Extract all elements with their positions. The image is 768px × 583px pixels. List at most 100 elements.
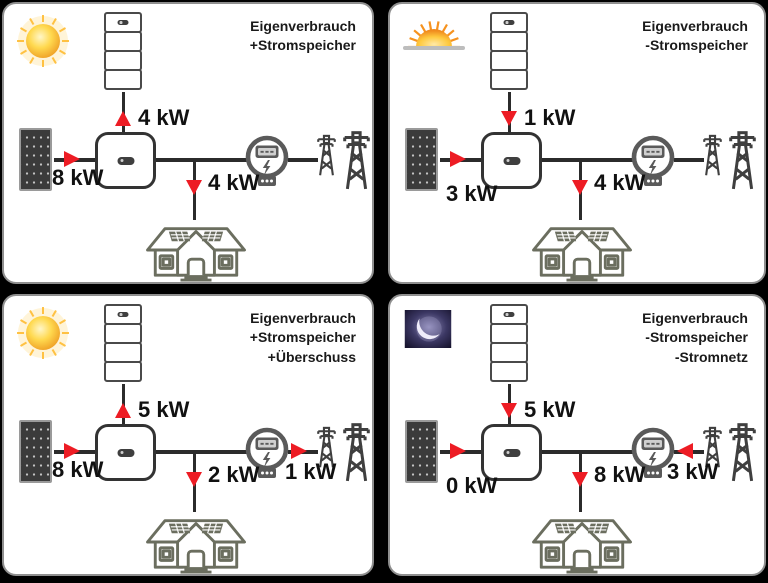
grid-tower-icon: [340, 130, 373, 190]
battery-cell: [490, 50, 528, 71]
inverter-icon: [481, 424, 542, 481]
energy-meter-icon: [243, 134, 291, 190]
grid-tower-icon: [726, 130, 759, 190]
meter-wire: [155, 450, 247, 454]
inverter-indicator: [117, 448, 134, 457]
house-icon: [145, 218, 247, 282]
house-icon: [145, 510, 247, 574]
solar-panel-icon: [19, 420, 52, 483]
battery-cell: [490, 69, 528, 90]
battery-kw-label: 4 kW: [138, 105, 190, 130]
grid-tower-icon: [726, 422, 759, 482]
solar-kw-label: 0 kW: [446, 473, 498, 498]
moon-icon: [404, 310, 452, 353]
battery-cell: [490, 31, 528, 52]
battery-cell: [490, 342, 528, 363]
meter-wire: [541, 450, 633, 454]
solar-flow-arrow: [64, 443, 80, 459]
battery-icon: [104, 12, 142, 90]
scenario-title-line: +Überschuss: [267, 348, 356, 365]
house-icon: [531, 218, 633, 282]
battery-flow-arrow: [114, 403, 131, 418]
grid-tower-icon: [701, 134, 724, 176]
grid-kw-label: 1 kW: [285, 459, 337, 484]
inverter-icon: [481, 132, 542, 189]
solar-flow-arrow: [450, 151, 466, 167]
battery-kw-label: 5 kW: [138, 397, 190, 422]
scenario-title: Eigenverbrauch +Stromspeicher +Überschus…: [250, 309, 356, 367]
battery-cell: [490, 361, 528, 382]
house-kw-label: 4 kW: [594, 170, 646, 195]
battery-cell: [104, 31, 142, 52]
battery-cell: [490, 12, 528, 33]
grid-flow-arrow: [677, 443, 693, 459]
scenario-title-line: -Stromspeicher: [645, 329, 748, 346]
battery-cell: [104, 361, 142, 382]
battery-cell: [104, 304, 142, 325]
grid-flow-arrow: [291, 443, 307, 459]
battery-indicator: [503, 20, 515, 25]
inverter-indicator: [117, 156, 134, 165]
grid-kw-label: 3 kW: [667, 459, 719, 484]
house-flow-arrow: [571, 180, 588, 195]
solar-panel-icon: [405, 420, 438, 483]
inverter-indicator: [503, 156, 520, 165]
battery-icon: [490, 12, 528, 90]
scenario-title-line: Eigenverbrauch: [250, 18, 356, 34]
solar-flow-arrow: [450, 443, 466, 459]
grid-tower-icon: [315, 426, 338, 468]
house-kw-label: 4 kW: [208, 170, 260, 195]
sunset-icon: [402, 14, 466, 65]
battery-indicator: [117, 312, 129, 317]
house-flow-arrow: [185, 180, 202, 195]
battery-cell: [490, 323, 528, 344]
grid-tower-icon: [315, 134, 338, 176]
battery-flow-arrow: [500, 403, 517, 418]
grid-tower-icon: [340, 422, 373, 482]
solar-kw-label: 8 kW: [52, 165, 104, 190]
battery-cell: [104, 50, 142, 71]
inverter-icon: [95, 132, 156, 189]
meter-wire: [155, 158, 247, 162]
inverter-indicator: [503, 448, 520, 457]
scenario-title-line: -Stromnetz: [674, 348, 748, 365]
scenario-title-line: +Stromspeicher: [249, 329, 356, 346]
battery-flow-arrow: [500, 111, 517, 126]
battery-kw-label: 1 kW: [524, 105, 576, 130]
house-flow-arrow: [571, 472, 588, 487]
battery-kw-label: 5 kW: [524, 397, 576, 422]
solar-kw-label: 8 kW: [52, 457, 104, 482]
sun-icon: [16, 306, 70, 365]
inverter-icon: [95, 424, 156, 481]
solar-panel-icon: [19, 128, 52, 191]
solar-panel-icon: [405, 128, 438, 191]
battery-cell: [104, 69, 142, 90]
scenario-panel-3: Eigenverbrauch +Stromspeicher +Überschus…: [2, 294, 374, 576]
scenario-title: Eigenverbrauch +Stromspeicher: [250, 17, 356, 56]
scenario-panel-4: Eigenverbrauch -Stromspeicher -Stromnetz: [388, 294, 766, 576]
sun-icon: [16, 14, 70, 73]
house-kw-label: 8 kW: [594, 462, 646, 487]
battery-cell: [104, 12, 142, 33]
house-flow-arrow: [185, 472, 202, 487]
scenario-title: Eigenverbrauch -Stromspeicher: [642, 17, 748, 56]
grid-wire: [674, 158, 704, 162]
scenario-title-line: -Stromspeicher: [645, 37, 748, 54]
house-kw-label: 2 kW: [208, 462, 260, 487]
battery-icon: [104, 304, 142, 382]
scenario-panel-1: Eigenverbrauch +Stromspeicher: [2, 2, 374, 284]
battery-cell: [104, 342, 142, 363]
scenario-title-line: Eigenverbrauch: [642, 310, 748, 326]
solar-kw-label: 3 kW: [446, 181, 498, 206]
battery-cell: [104, 323, 142, 344]
house-icon: [531, 510, 633, 574]
energy-meter-icon: [243, 426, 291, 482]
energy-meter-icon: [629, 426, 677, 482]
grid-wire: [288, 158, 318, 162]
battery-indicator: [117, 20, 129, 25]
scenario-title-line: +Stromspeicher: [249, 37, 356, 54]
scenario-title: Eigenverbrauch -Stromspeicher -Stromnetz: [642, 309, 748, 367]
battery-indicator: [503, 312, 515, 317]
energy-meter-icon: [629, 134, 677, 190]
